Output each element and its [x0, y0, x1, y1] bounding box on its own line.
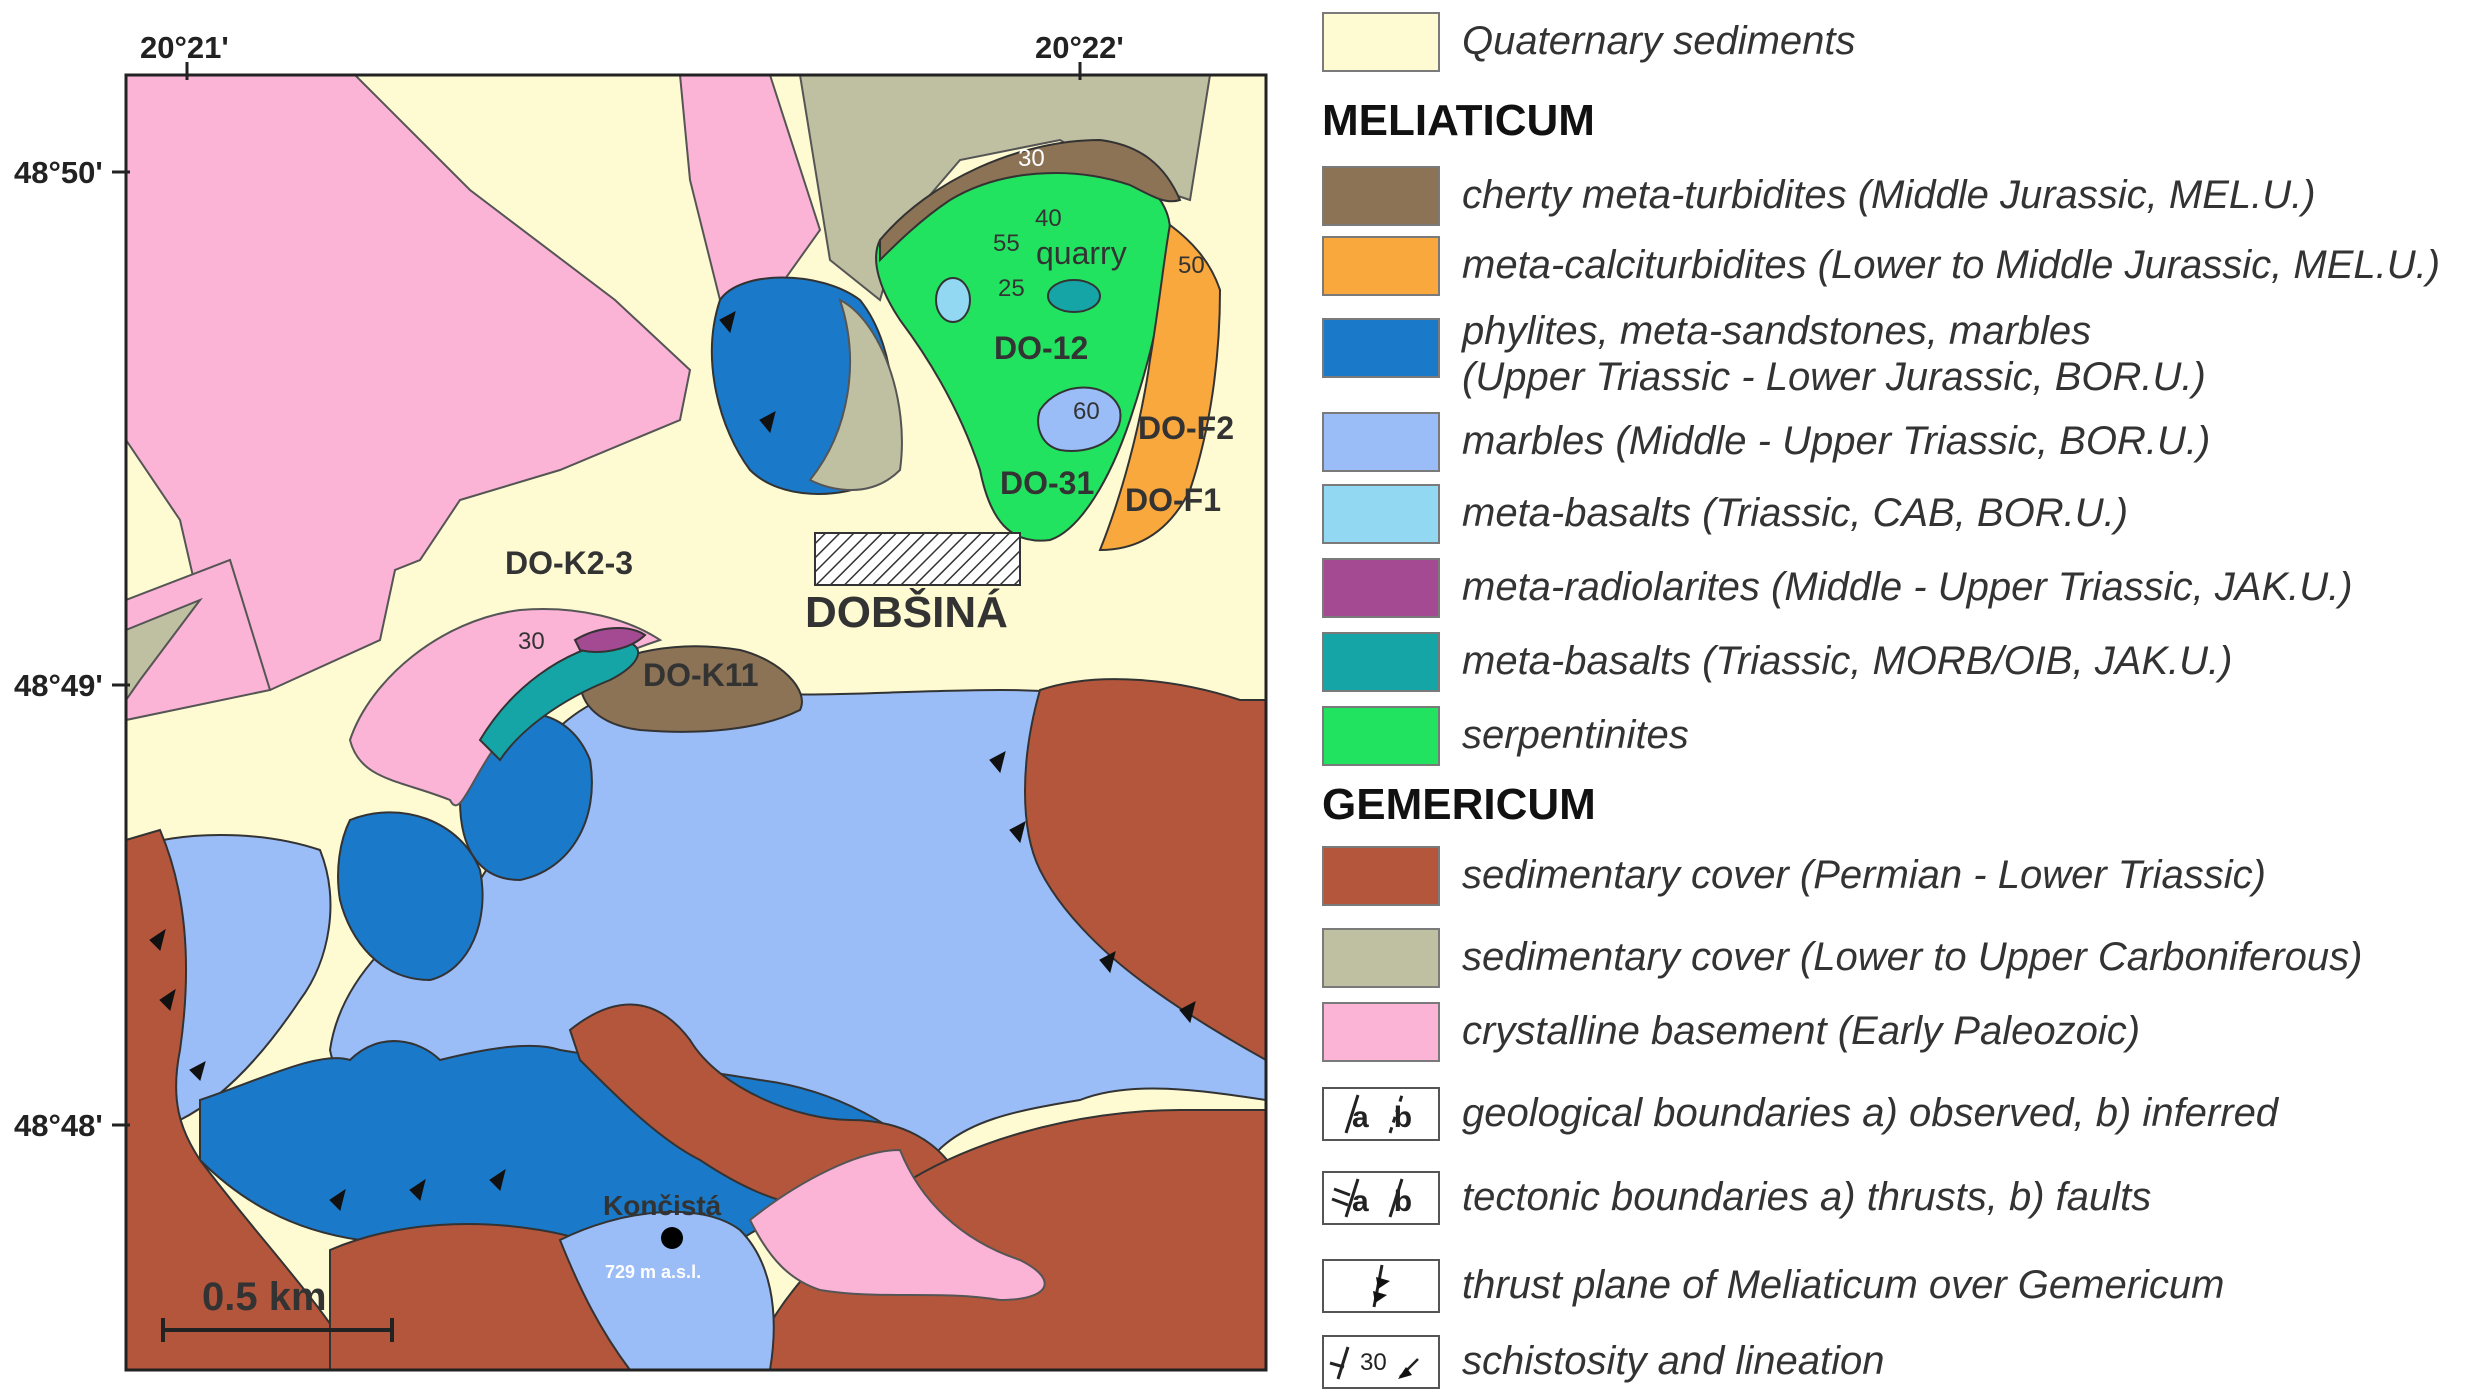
quarry-label: quarry: [1036, 235, 1127, 271]
legend-swatch: [1322, 484, 1440, 544]
sample-dok23: DO-K2-3: [505, 545, 634, 581]
legend-label: sedimentary cover (Lower to Upper Carbon…: [1462, 935, 2363, 979]
legend-label-2: (Upper Triassic - Lower Jurassic, BOR.U.…: [1462, 355, 2206, 399]
peak-name: Končistá: [603, 1190, 722, 1221]
peak-elevation: 729 m a.s.l.: [605, 1262, 702, 1282]
meta-basalt-cab-1: [935, 277, 971, 323]
legend-swatch: [1322, 236, 1440, 296]
carboniferous-ne: [798, 75, 1212, 302]
meta-radiolarites: [573, 627, 647, 653]
legend-label: crystalline basement (Early Paleozoic): [1462, 1009, 2141, 1053]
dip-25: 25: [998, 275, 1025, 302]
meta-basalts-morb: [478, 638, 640, 762]
legend-label: Quaternary sediments: [1462, 19, 1856, 63]
lon-right-label: 20°22': [1035, 30, 1124, 65]
legend-heading-meliaticum: MELIATICUM: [1322, 96, 1595, 145]
thrust-plane-symbol: [1322, 1259, 1440, 1313]
dobsina-town-hatch: [814, 532, 1021, 586]
legend-label: sedimentary cover (Permian - Lower Trias…: [1462, 853, 2266, 897]
cherty-meta-turbidites-k11: [578, 645, 803, 733]
sample-do12: DO-12: [994, 330, 1089, 366]
legend-swatch: [1322, 558, 1440, 618]
marbles-lens-serp: [1037, 386, 1122, 452]
legend-label: cherty meta-turbidites (Middle Jurassic,…: [1462, 173, 2316, 217]
boundary-symbol-letters: a b: [1352, 1101, 1413, 1134]
schistosity-symbol: 30: [1322, 1335, 1440, 1389]
sample-dof1: DO-F1: [1125, 482, 1221, 518]
carboniferous-left-strip: [126, 597, 203, 702]
legend-swatch: [1322, 12, 1440, 72]
legend-swatch: [1322, 846, 1440, 906]
legend-label: meta-radiolarites (Middle - Upper Triass…: [1462, 565, 2353, 609]
crystalline-basement-south: [748, 1148, 1046, 1302]
dip-30-north: 30: [1018, 145, 1045, 172]
permian-southwest: [126, 828, 362, 1370]
map-frame: [124, 73, 1268, 1372]
legend-label: thrust plane of Meliaticum over Gemericu…: [1462, 1263, 2225, 1307]
town-label: DOBŠINÁ: [805, 588, 1008, 637]
scale-bar: [161, 1318, 394, 1342]
map-legend: Quaternary sediments MELIATICUM cherty m…: [1322, 0, 2490, 1399]
legend-label: phylites, meta-sandstones, marbles: [1462, 309, 2092, 353]
cherty-meta-turbidites-north: [879, 138, 1182, 263]
lat-bottom-label: 48°48': [14, 1108, 103, 1143]
tectonic-boundary-symbol: a b: [1322, 1171, 1440, 1225]
legend-swatch: [1322, 166, 1440, 226]
legend-label: geological boundaries a) observed, b) in…: [1462, 1091, 2279, 1135]
legend-swatch: [1322, 318, 1440, 378]
scale-label: 0.5 km: [202, 1275, 327, 1319]
crystalline-basement-w-edge: [126, 558, 272, 722]
meta-basalt-cab-2: [1047, 279, 1101, 313]
legend-label: meta-basalts (Triassic, CAB, BOR.U.): [1462, 491, 2129, 535]
permian-east: [1024, 678, 1266, 1062]
legend-swatch: [1322, 632, 1440, 692]
legend-label: serpentinites: [1462, 713, 1689, 757]
koncista-peak-dot: [661, 1227, 683, 1249]
legend-label: schistosity and lineation: [1462, 1339, 1885, 1383]
dip-55: 55: [993, 230, 1020, 257]
schistosity-symbol-number: 30: [1360, 1349, 1387, 1376]
tectonic-lines-icon: [1331, 1178, 1404, 1218]
legend-swatch: [1322, 706, 1440, 766]
boundary-lines-icon: [1344, 1094, 1404, 1134]
marbles-koncista: [558, 1210, 775, 1370]
legend-swatch: [1322, 928, 1440, 988]
geological-map: [112, 62, 1268, 1372]
legend-label: meta-basalts (Triassic, MORB/OIB, JAK.U.…: [1462, 639, 2233, 683]
legend-label: tectonic boundaries a) thrusts, b) fault…: [1462, 1175, 2152, 1219]
dip-40: 40: [1035, 205, 1062, 232]
lon-left-label: 20°21': [140, 30, 229, 65]
legend-swatch: [1322, 412, 1440, 472]
legend-heading-gemericum: GEMERICUM: [1322, 780, 1596, 829]
carboniferous-north-lens: [808, 298, 903, 491]
sample-dok11: DO-K11: [643, 657, 759, 693]
thrust-tick-icon: [1372, 1264, 1390, 1308]
legend-label: marbles (Middle - Upper Triassic, BOR.U.…: [1462, 419, 2211, 463]
schistosity-arrow-icon: [1329, 1346, 1419, 1380]
sample-dof2: DO-F2: [1138, 410, 1234, 446]
sample-do31: DO-31: [1000, 465, 1095, 501]
geological-boundary-symbol: a b: [1322, 1087, 1440, 1141]
lat-mid-label: 48°49': [14, 668, 103, 703]
dip-50: 50: [1178, 252, 1205, 279]
lat-top-label: 48°50': [14, 155, 103, 190]
meta-calciturbidites: [1098, 223, 1222, 552]
phylites-mid: [337, 811, 484, 982]
dip-30-k23: 30: [518, 628, 545, 655]
dip-60: 60: [1073, 398, 1100, 425]
legend-label: meta-calciturbidites (Lower to Middle Ju…: [1462, 243, 2441, 287]
tectonic-symbol-letters: a b: [1352, 1185, 1413, 1218]
legend-swatch: [1322, 1002, 1440, 1062]
